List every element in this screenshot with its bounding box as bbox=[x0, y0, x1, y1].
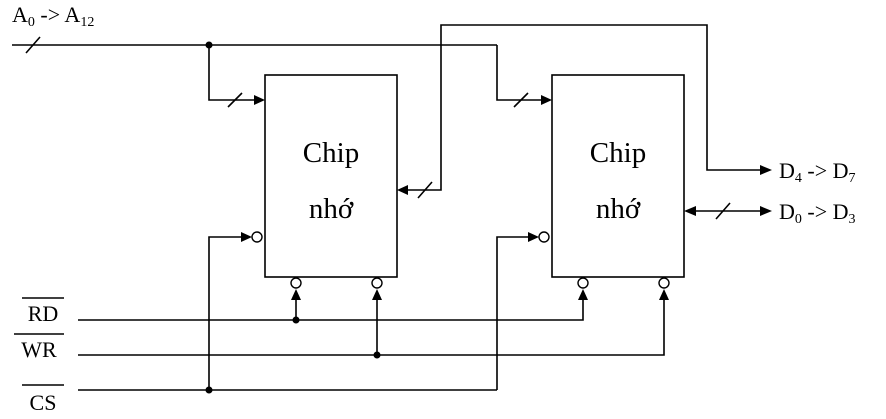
wr-signal: WR bbox=[14, 333, 64, 362]
junction-dot bbox=[292, 316, 300, 324]
chip-1-rd-bubble bbox=[290, 277, 302, 289]
chip-1-wr-bubble bbox=[371, 277, 383, 289]
memory-chip-2: Chip nhớ bbox=[551, 74, 685, 278]
junction-dot bbox=[373, 351, 381, 359]
chip-1-label-line1: Chip bbox=[303, 137, 359, 169]
bus-slash-chip1-address bbox=[227, 92, 243, 108]
chip-2-wr-bubble bbox=[658, 277, 670, 289]
chip-select-inputs bbox=[208, 231, 550, 390]
rd-signal: RD bbox=[22, 297, 64, 326]
data-bus-high bbox=[397, 24, 772, 199]
rd-line bbox=[78, 289, 588, 324]
wr-label: WR bbox=[21, 337, 57, 362]
data-low-label: D0 -> D3 bbox=[779, 199, 856, 227]
address-bus bbox=[12, 36, 552, 108]
bus-slash-chip2-address bbox=[513, 92, 529, 108]
chip-2-rd-bubble bbox=[577, 277, 589, 289]
data-bus-low bbox=[684, 202, 772, 220]
cs-label: CS bbox=[30, 390, 57, 415]
chip-1-label-line2: nhớ bbox=[309, 193, 354, 225]
bus-slash-data-high bbox=[417, 181, 433, 199]
inverter-bubble bbox=[538, 231, 550, 243]
junction-dot bbox=[205, 386, 213, 394]
inverter-bubble bbox=[251, 231, 263, 243]
address-bus-label: A0 -> A12 bbox=[12, 2, 94, 30]
cs-signal: CS bbox=[22, 384, 64, 415]
data-high-label: D4 -> D7 bbox=[779, 158, 856, 186]
cs-line bbox=[78, 386, 497, 394]
wr-line bbox=[78, 289, 669, 359]
bus-slash-address bbox=[25, 36, 41, 54]
chip-2-label-line1: Chip bbox=[590, 137, 646, 169]
memory-chip-1: Chip nhớ bbox=[264, 74, 398, 278]
chip-2-label-line2: nhớ bbox=[596, 193, 641, 225]
rd-label: RD bbox=[28, 301, 59, 326]
bus-slash-data-low bbox=[715, 202, 731, 220]
